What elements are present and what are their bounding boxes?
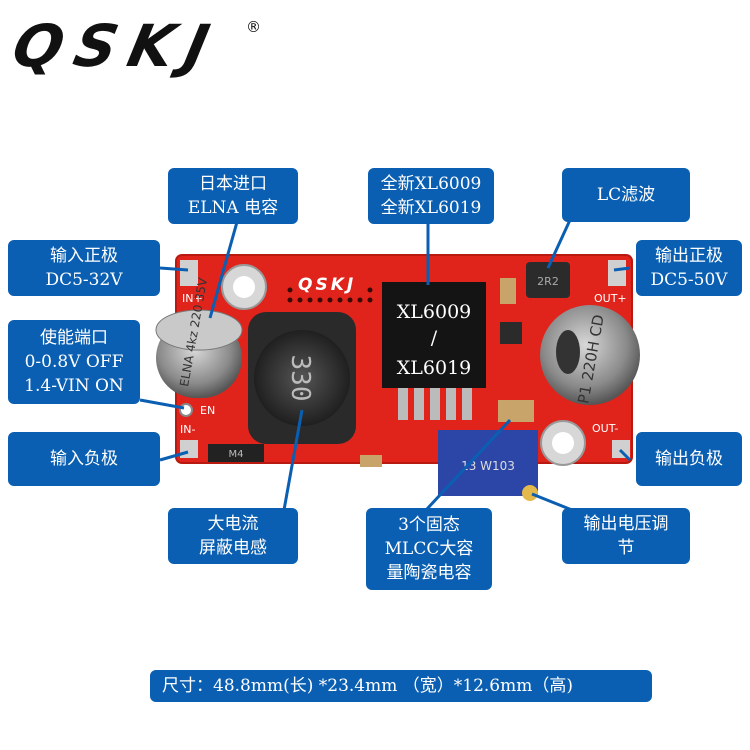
silk-en: EN	[200, 404, 215, 417]
callout-enable-line3: 1.4-VIN ON	[24, 376, 124, 396]
silk-out-minus: OUT-	[592, 422, 618, 435]
callout-out-neg: 输出负极	[636, 432, 742, 486]
callout-elna-line1: 日本进口	[199, 174, 267, 194]
callout-out-pos-line2: DC5-50V	[650, 270, 728, 290]
potentiometer: 13 W103	[438, 430, 538, 501]
capacitor-right: P1 220H CD	[540, 305, 640, 405]
callout-voltage-adj-line1: 输出电压调	[583, 514, 669, 534]
callout-inductor-line1: 大电流	[207, 514, 259, 534]
callout-mlcc-line2: MLCC大容	[384, 539, 474, 559]
capacitor-left: ELNA 4kz 220 35V	[155, 276, 243, 398]
callout-lc: LC滤波	[562, 168, 690, 222]
chip-line2: /	[431, 327, 438, 349]
callout-lc-line1: LC滤波	[596, 185, 656, 205]
callout-out-pos-line1: 输出正极	[655, 246, 723, 266]
callout-out-neg-line1: 输出负极	[655, 449, 723, 469]
lc-inductor	[526, 262, 570, 298]
chip-line1: XL6009	[397, 301, 472, 323]
callout-elna: 日本进口 ELNA 电容	[168, 168, 298, 224]
callout-voltage-adj-line2: 节	[617, 538, 635, 558]
silk-out-plus: OUT+	[594, 292, 627, 305]
callout-inductor: 大电流 屏蔽电感	[168, 508, 298, 564]
chip-line3: XL6019	[397, 357, 472, 379]
ic-chip: XL6009 / XL6019	[382, 282, 486, 420]
registered-mark: ®	[246, 18, 261, 36]
pad-out-plus	[608, 260, 626, 286]
callout-mlcc-line1: 3个固态	[398, 515, 460, 535]
callout-in-pos-line1: 输入正极	[50, 246, 118, 266]
callout-out-pos: 输出正极 DC5-50V	[636, 240, 742, 296]
callout-inductor-line2: 屏蔽电感	[199, 538, 267, 558]
silk-brand: QSKJ	[298, 275, 356, 295]
svg-text:2R2: 2R2	[537, 275, 559, 288]
pot-label: 13 W103	[461, 459, 515, 473]
pad-in-minus	[180, 440, 198, 458]
callout-chip-line1: 全新XL6009	[380, 174, 482, 194]
via-dots	[287, 287, 373, 303]
callout-in-pos: 输入正极 DC5-32V	[8, 240, 160, 296]
callout-in-pos-line2: DC5-32V	[45, 270, 123, 290]
callout-in-neg-line1: 输入负极	[50, 449, 118, 469]
pad-in-plus	[180, 260, 198, 286]
callout-voltage-adj: 输出电压调 节	[562, 508, 690, 564]
callout-enable: 使能端口 0-0.8V OFF 1.4-VIN ON	[8, 320, 140, 404]
callout-elna-line2: ELNA 电容	[187, 198, 279, 218]
inductor: 330	[248, 312, 356, 444]
inductor-label: 330	[285, 355, 315, 402]
callout-mlcc-line3: 量陶瓷电容	[386, 563, 472, 583]
leader-lines	[139, 219, 632, 512]
silk-in-minus: IN-	[180, 423, 195, 436]
callout-in-neg: 输入负极	[8, 432, 160, 486]
callout-chip-line2: 全新XL6019	[380, 198, 482, 218]
dimensions-bar: 尺寸：48.8mm(长) *23.4mm （宽）*12.6mm（高)	[150, 670, 652, 702]
pad-en	[179, 403, 193, 417]
callout-enable-line2: 0-0.8V OFF	[24, 352, 124, 372]
callout-enable-line1: 使能端口	[40, 328, 108, 348]
callout-mlcc: 3个固态 MLCC大容 量陶瓷电容	[366, 508, 492, 590]
brand-logo: QSKJ ®	[7, 12, 261, 80]
diode-label: M4	[229, 449, 244, 460]
callout-chip: 全新XL6009 全新XL6019	[368, 168, 494, 224]
silk-in-plus: IN+	[182, 292, 203, 305]
